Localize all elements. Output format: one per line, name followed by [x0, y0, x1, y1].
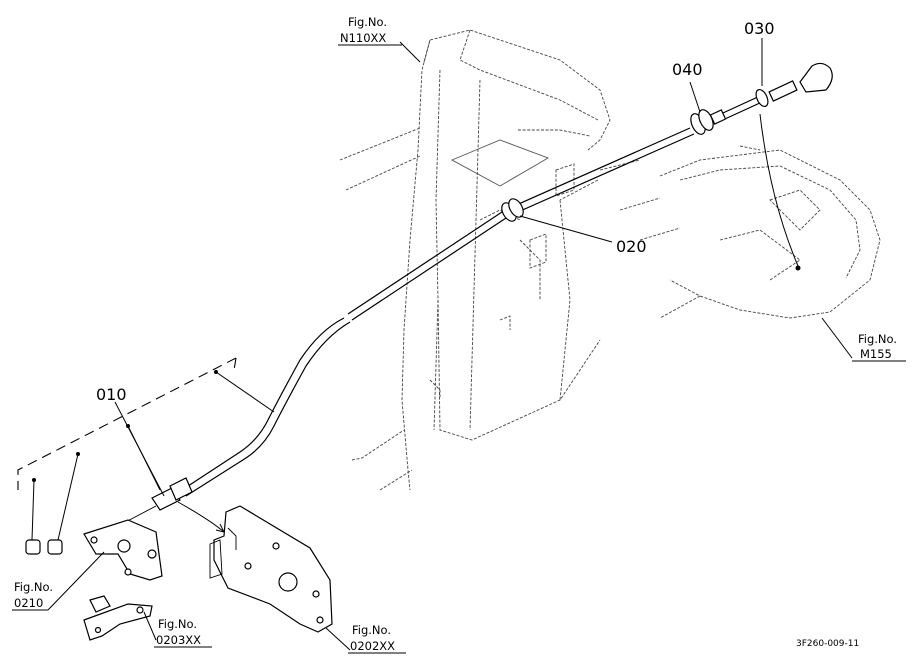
ref-0203xx-label: Fig.No. [158, 617, 197, 631]
part-label-030: 030 [744, 19, 775, 38]
ref-0202xx: Fig.No. 0202XX [348, 623, 406, 654]
group-dashed-bracket [17, 357, 237, 490]
ref-0210-code: 0210 [14, 596, 43, 610]
knob-030 [755, 62, 833, 108]
part-label-040: 040 [672, 60, 703, 79]
drawing-code: 3F260-009-11 [796, 639, 859, 649]
ref-n110xx: Fig.No. N110XX [338, 15, 402, 46]
leader-lines [31, 38, 853, 651]
ref-0203xx: Fig.No. 0203XX [154, 617, 212, 648]
ref-0203xx-code: 0203XX [156, 633, 201, 647]
mounting-plate-right [209, 505, 333, 633]
ref-0210: Fig.No. 0210 [12, 580, 53, 611]
ref-0210-label: Fig.No. [14, 580, 53, 594]
ref-n110xx-code: N110XX [340, 31, 386, 45]
ref-0202xx-label: Fig.No. [352, 623, 391, 637]
part-label-010: 010 [96, 385, 127, 404]
dashboard-panel-ghost [339, 29, 611, 491]
ref-n110xx-label: Fig.No. [348, 15, 387, 29]
ref-m155-code: M155 [860, 347, 892, 361]
cable-end-fitting [151, 477, 193, 511]
nut-040 [690, 109, 727, 135]
ref-m155-label: Fig.No. [858, 332, 897, 346]
cable-bracket-left [25, 519, 163, 641]
grommet-020 [501, 198, 524, 222]
ref-0202xx-code: 0202XX [350, 639, 395, 653]
throttle-cable [117, 95, 763, 527]
tank-cover-ghost [599, 145, 881, 319]
ref-m155: Fig.No. M155 [852, 332, 906, 362]
part-label-020: 020 [616, 237, 647, 256]
